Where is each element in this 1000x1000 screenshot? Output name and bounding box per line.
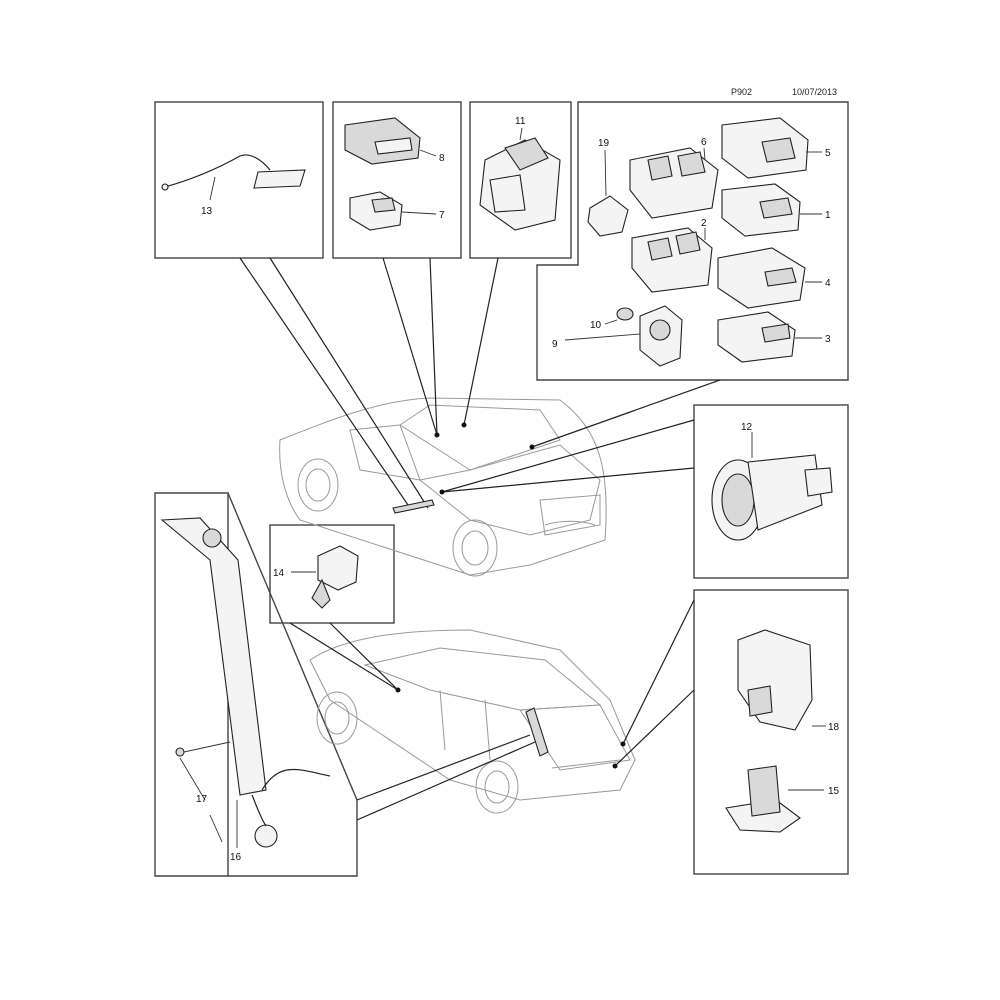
part-17-clip [175, 741, 231, 843]
part-19-switch [587, 149, 629, 237]
anchor-dots [395, 422, 626, 769]
sill-trim [392, 499, 435, 514]
detail-box-14 [269, 524, 395, 624]
callout-8: 8 [439, 153, 445, 164]
callout-6: 6 [701, 137, 707, 148]
callout-11: 11 [515, 116, 526, 127]
leader-lines [239, 257, 721, 821]
part-12-light-switch [711, 432, 833, 541]
door-seal-strip [525, 707, 549, 757]
part-14-actuator [291, 545, 359, 609]
callout-9: 9 [552, 339, 558, 350]
detail-box-11 [469, 101, 572, 259]
part-8-switch [344, 117, 437, 165]
callout-12: 12 [741, 422, 753, 433]
part-15-switch [725, 765, 824, 833]
detail-box-13 [154, 101, 324, 259]
part-5-switch [721, 117, 822, 179]
callout-2: 2 [701, 218, 707, 229]
part-2-switch-block [631, 227, 713, 293]
callout-18: 18 [828, 722, 840, 733]
callout-3: 3 [825, 334, 831, 345]
callout-14: 14 [273, 568, 285, 579]
callout-4: 4 [825, 278, 831, 289]
callout-13: 13 [201, 206, 213, 217]
diagram-date: 10/07/2013 [792, 87, 838, 97]
callout-16: 16 [230, 852, 242, 863]
part-9-mirror-switch [564, 305, 683, 367]
part-6-switch-block [629, 147, 719, 219]
lower-car-illustration [309, 629, 636, 814]
part-1-switch [721, 183, 822, 237]
detail-box-15-18 [693, 589, 849, 875]
part-3-switch [717, 311, 822, 363]
callout-7: 7 [439, 210, 445, 221]
part-10-clip [604, 307, 634, 325]
detail-box-7-8 [332, 101, 462, 259]
callout-labels: 13 8 7 11 19 6 5 1 2 4 10 9 3 12 14 18 1… [196, 116, 840, 863]
callout-10: 10 [590, 320, 602, 331]
detail-box-switches-outline [536, 101, 849, 381]
callout-1: 1 [825, 210, 831, 221]
callout-19: 19 [598, 138, 610, 149]
detail-box-12 [693, 404, 849, 579]
callout-5: 5 [825, 148, 831, 159]
part-13-cable [161, 154, 306, 201]
part-4-switch [717, 247, 822, 309]
part-11-module [479, 127, 561, 231]
part-7-switch [349, 191, 437, 231]
upper-car-illustration [279, 397, 607, 577]
diagram-reference-code: P902 [731, 87, 753, 97]
callout-17: 17 [196, 794, 208, 805]
detail-box-16-17-outline [154, 492, 358, 877]
part-16-pillar-strip [160, 517, 331, 848]
callout-15: 15 [828, 786, 840, 797]
part-18-tailgate-switch [737, 629, 826, 731]
